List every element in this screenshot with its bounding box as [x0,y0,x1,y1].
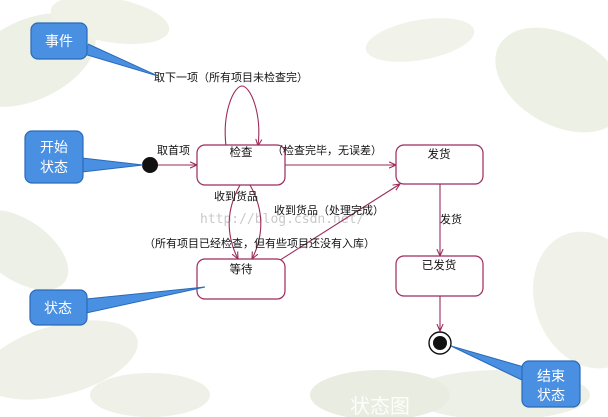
callout-state-label: 状态 [44,301,72,317]
state-check[interactable]: 检查 [196,144,286,186]
state-wait[interactable]: 等待 [196,258,286,300]
transition-check-to-wait-left [228,184,241,259]
label-receive-goods: 收到货品 [214,189,258,203]
diagram-caption: 状态图 [350,394,410,417]
state-check-label: 检查 [230,145,253,159]
state-shipped[interactable]: 已发货 [395,255,484,297]
transitions [156,85,440,331]
watermark: http://blog.csdn.net/ [200,212,364,227]
label-partial-stock: （所有项目已经检查，但有些项目还没有入库） [144,236,375,250]
final-state [428,331,452,355]
callout-end-state-line1: 结束 [537,369,565,385]
label-receive-goods-done: 收到货品（处理完成） [274,203,384,217]
callout-start-state: 开始 状态 [24,130,144,184]
label-take-first: 取首项 [157,143,190,157]
label-check-done: （检查完毕，无误差） [272,143,382,157]
transition-self-loop-check [224,85,259,146]
state-ship-label: 发货 [428,147,451,161]
initial-state [142,157,158,173]
transition-check-to-wait-right [249,184,262,259]
callout-end-state: 结束 状态 [450,345,581,408]
transition-wait-to-ship [276,184,400,263]
callout-event-label: 事件 [45,34,73,50]
state-shipped-label: 已发货 [422,258,457,272]
callout-end-state-line2: 状态 [537,388,565,404]
callout-start-state-line2: 状态 [40,160,68,176]
callout-start-state-line1: 开始 [40,140,68,156]
callout-state: 状态 [29,286,206,326]
state-wait-label: 等待 [230,262,253,276]
state-ship[interactable]: 发货 [395,144,484,185]
label-take-next: 取下一项（所有项目未检查完） [154,70,308,84]
callout-event: 事件 [30,22,159,77]
label-ship: 发货 [440,212,462,226]
